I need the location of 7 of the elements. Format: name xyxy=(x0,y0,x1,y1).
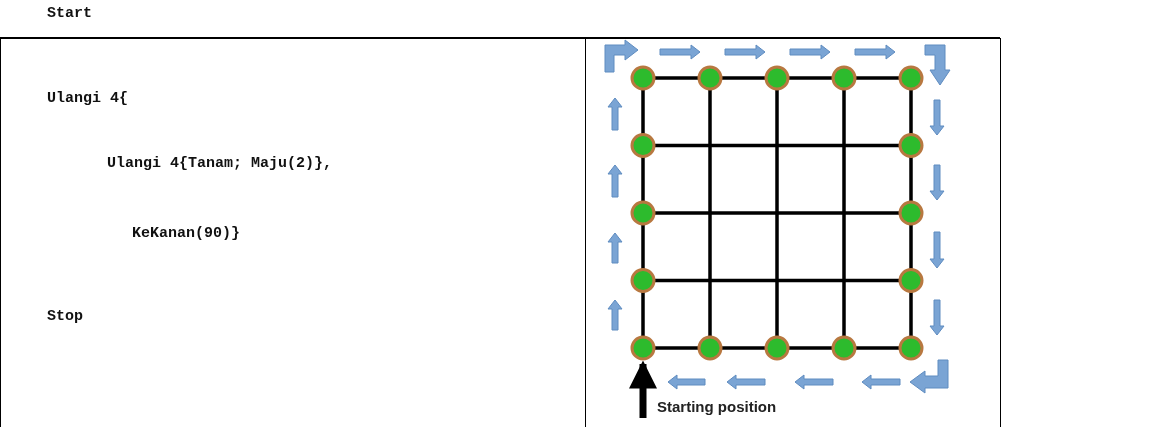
code-line: KeKanan(90)} xyxy=(132,225,241,242)
code-line: Ulangi 4{ xyxy=(47,90,128,107)
code-line: Ulangi 4{Tanam; Maju(2)}, xyxy=(107,155,333,172)
start-dot xyxy=(630,335,656,361)
code-line: Stop xyxy=(47,308,83,325)
caption-text: Starting position xyxy=(657,398,777,415)
code-line: Start xyxy=(47,5,92,22)
